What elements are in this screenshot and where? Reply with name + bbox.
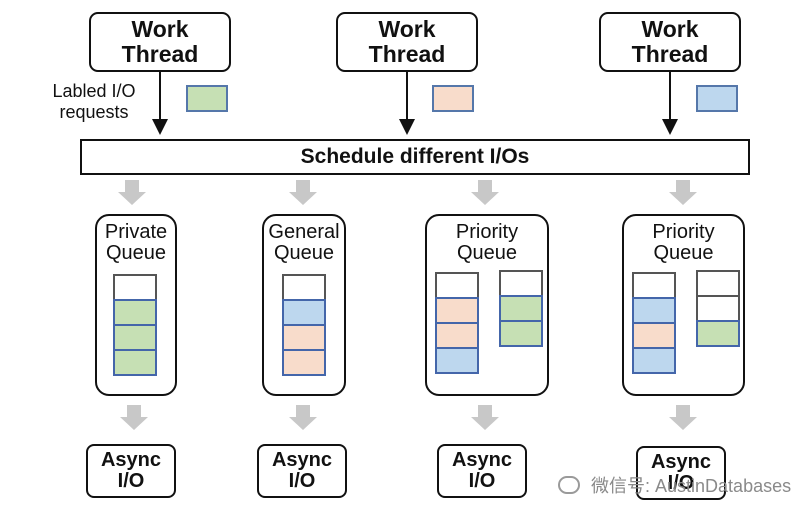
- async-io-line2: I/O: [667, 472, 695, 494]
- queue-slot-green: [499, 295, 543, 322]
- queue-title-line2: Queue: [456, 242, 518, 264]
- async-io-line1: Async: [271, 449, 333, 471]
- async-io-2: Async I/O: [257, 444, 347, 498]
- queue-slot-blue: [632, 347, 676, 374]
- gray-down-arrows-top: [118, 180, 697, 205]
- queue-title: General Queue: [264, 222, 344, 264]
- async-io-line1: Async: [650, 451, 712, 473]
- queue-slot-green: [499, 320, 543, 347]
- watermark-text: 微信号: AustinDatabases: [591, 476, 792, 496]
- down-arrow: [669, 180, 697, 205]
- async-io-line2: I/O: [468, 470, 496, 492]
- queue-slot-peach: [435, 322, 479, 349]
- queue-title-line1: Private: [104, 221, 168, 243]
- work-thread-2-line1: Work: [378, 16, 436, 42]
- request-label: Labled I/O requests: [36, 81, 152, 123]
- label-swatch-1: [186, 85, 228, 112]
- work-thread-1: Work Thread: [89, 12, 231, 72]
- queue-slot-white: [435, 272, 479, 299]
- queue-general: General Queue: [262, 214, 346, 396]
- down-arrow: [289, 180, 317, 205]
- scheduler-bar: Schedule different I/Os: [80, 139, 750, 175]
- queue-column: [282, 274, 326, 376]
- queue-priority-1: Priority Queue: [425, 214, 549, 396]
- work-thread-2-line2: Thread: [368, 41, 446, 67]
- label-swatch-3: [696, 85, 738, 112]
- queue-slot-blue: [435, 347, 479, 374]
- queue-title-line2: Queue: [653, 242, 714, 264]
- queue-slot-blue: [282, 299, 326, 326]
- queue-slot-white: [499, 270, 543, 297]
- wechat-icon: [558, 476, 580, 494]
- down-arrow: [118, 180, 146, 205]
- down-arrow: [471, 405, 499, 430]
- label-swatch-2: [432, 85, 474, 112]
- request-label-line2: requests: [59, 102, 129, 122]
- work-thread-2: Work Thread: [336, 12, 478, 72]
- work-thread-3-line2: Thread: [631, 41, 709, 67]
- queue-column: [696, 270, 740, 347]
- queue-slot-peach: [282, 349, 326, 376]
- queue-title-line2: Queue: [273, 242, 335, 264]
- queue-column: [113, 274, 157, 376]
- async-io-3: Async I/O: [437, 444, 527, 498]
- queue-slot-green: [696, 320, 740, 347]
- queue-slot-white: [696, 295, 740, 322]
- down-arrow: [120, 405, 148, 430]
- async-io-line2: I/O: [288, 470, 316, 492]
- queue-title-line1: Priority: [455, 221, 519, 243]
- async-io-line2: I/O: [117, 470, 145, 492]
- queue-slot-green: [113, 299, 157, 326]
- queue-column: [499, 270, 543, 347]
- request-label-line1: Labled I/O: [52, 81, 136, 101]
- queue-title-line1: General: [268, 221, 340, 243]
- work-thread-1-line1: Work: [131, 16, 189, 42]
- queue-column: [435, 272, 479, 374]
- queue-private: Private Queue: [95, 214, 177, 396]
- queue-slot-peach: [632, 322, 676, 349]
- watermark: 微信号: AustinDatabases: [558, 472, 791, 498]
- work-thread-3: Work Thread: [599, 12, 741, 72]
- gray-down-arrows-bottom: [120, 405, 697, 430]
- down-arrow: [289, 405, 317, 430]
- queue-slot-peach: [435, 297, 479, 324]
- queue-slot-blue: [632, 297, 676, 324]
- down-arrow: [471, 180, 499, 205]
- queue-title: Private Queue: [97, 222, 175, 264]
- queue-title: Priority Queue: [427, 222, 547, 264]
- queue-priority-2: Priority Queue: [622, 214, 745, 396]
- work-thread-1-line2: Thread: [121, 41, 199, 67]
- queue-column: [632, 272, 676, 374]
- async-io-4: Async I/O: [636, 446, 726, 500]
- work-thread-3-line1: Work: [641, 16, 699, 42]
- queue-title-line1: Priority: [652, 221, 715, 243]
- queue-slot-white: [282, 274, 326, 301]
- async-io-line1: Async: [451, 449, 513, 471]
- down-arrow: [669, 405, 697, 430]
- queue-title-line2: Queue: [105, 242, 167, 264]
- queue-slot-green: [113, 349, 157, 376]
- queue-title: Priority Queue: [624, 222, 743, 264]
- queue-slot-green: [113, 324, 157, 351]
- queue-slot-white: [113, 274, 157, 301]
- async-io-line1: Async: [100, 449, 162, 471]
- async-io-1: Async I/O: [86, 444, 176, 498]
- scheduler-label: Schedule different I/Os: [300, 145, 530, 168]
- queue-slot-white: [696, 270, 740, 297]
- queue-slot-white: [632, 272, 676, 299]
- queue-slot-peach: [282, 324, 326, 351]
